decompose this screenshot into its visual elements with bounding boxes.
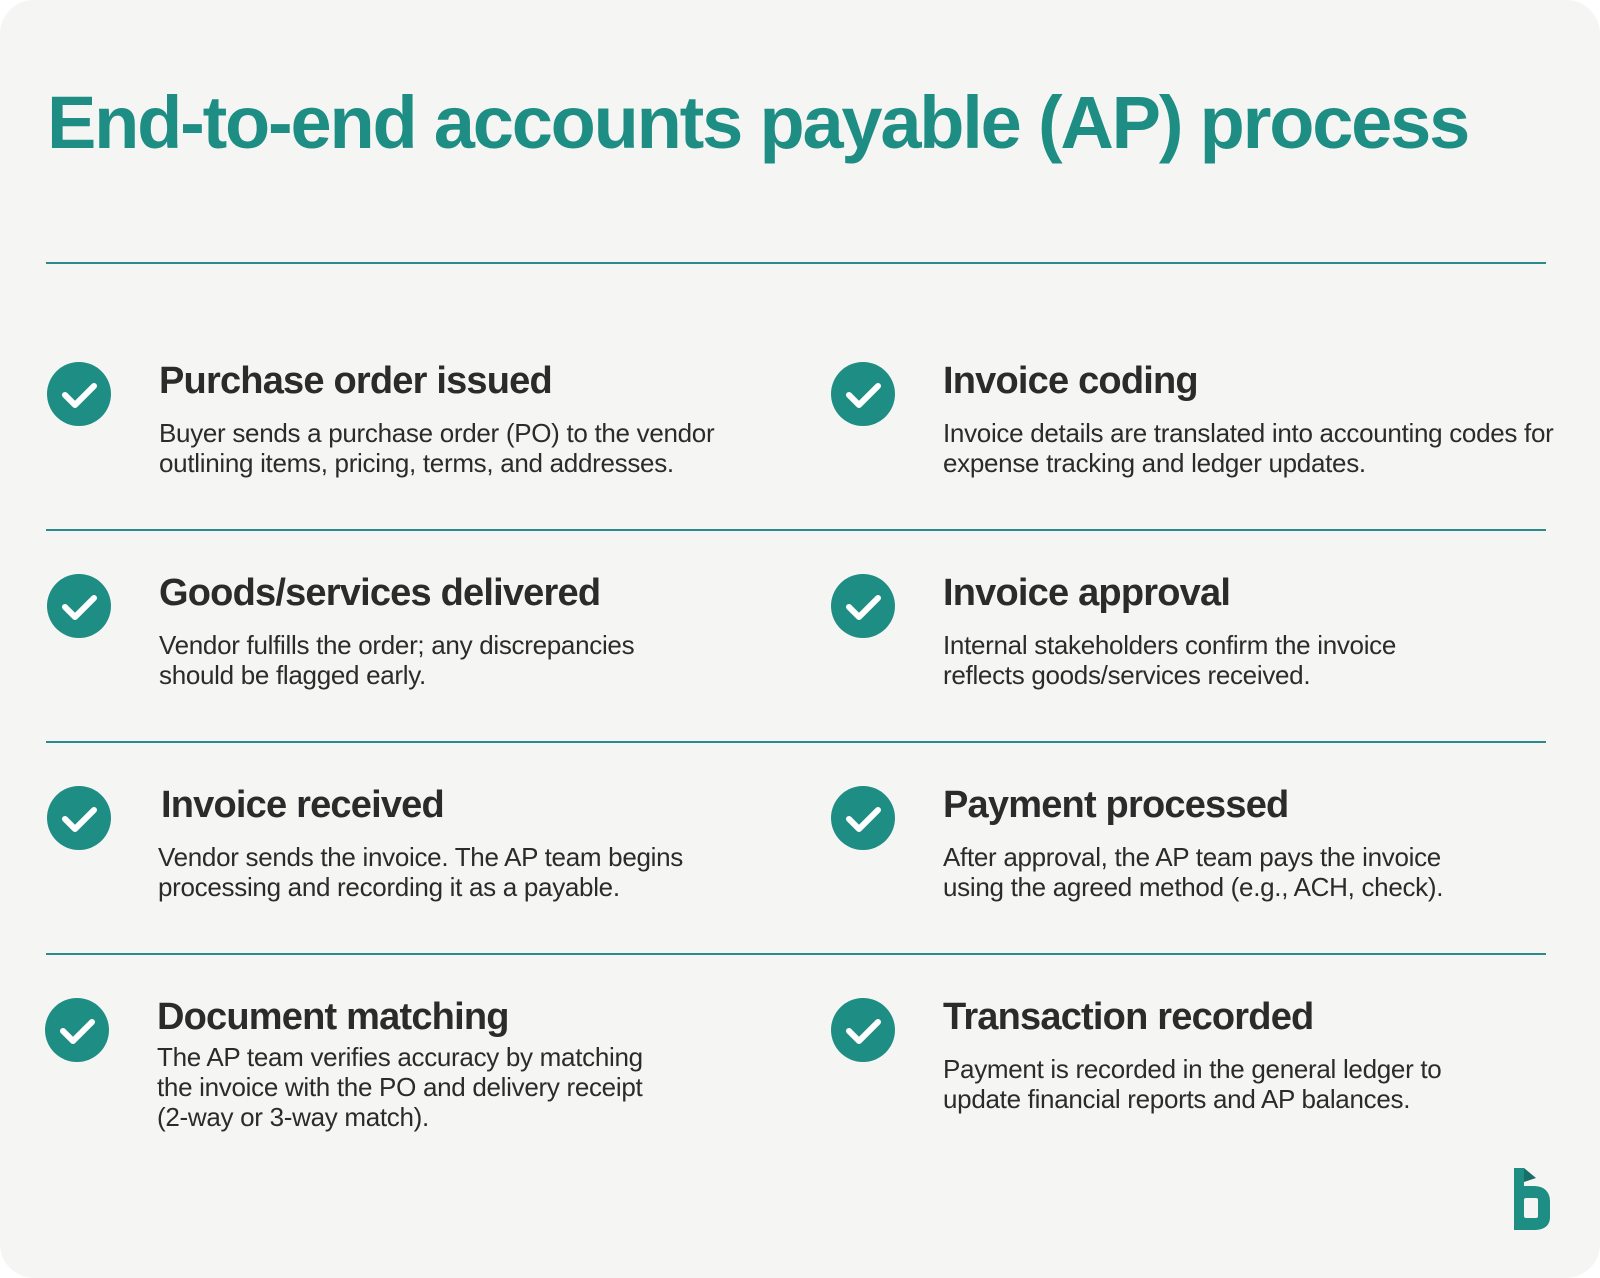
- step-title: Invoice received: [161, 784, 445, 826]
- step-description: Vendor sends the invoice. The AP team be…: [158, 842, 683, 902]
- step-title: Goods/services delivered: [159, 572, 601, 614]
- check-circle-icon: [47, 574, 111, 638]
- step-title: Transaction recorded: [943, 996, 1314, 1038]
- check-circle-icon: [831, 786, 895, 850]
- step-description: Vendor fulfills the order; any discrepan…: [159, 630, 635, 690]
- divider-top: [46, 262, 1546, 264]
- check-circle-icon: [45, 998, 109, 1062]
- step-description: Payment is recorded in the general ledge…: [943, 1054, 1442, 1114]
- step-description: Buyer sends a purchase order (PO) to the…: [159, 418, 715, 478]
- step-title: Purchase order issued: [159, 360, 553, 402]
- step-description: Invoice details are translated into acco…: [943, 418, 1554, 478]
- check-circle-icon: [47, 362, 111, 426]
- divider-row-1: [46, 529, 1546, 531]
- check-circle-icon: [831, 362, 895, 426]
- step-description: Internal stakeholders confirm the invoic…: [943, 630, 1397, 690]
- step-title: Payment processed: [943, 784, 1289, 826]
- page-title: End-to-end accounts payable (AP) process: [47, 81, 1470, 164]
- step-title: Document matching: [157, 996, 509, 1038]
- bill-logo-icon: [1512, 1168, 1552, 1230]
- check-circle-icon: [47, 786, 111, 850]
- check-circle-icon: [831, 998, 895, 1062]
- step-title: Invoice approval: [943, 572, 1231, 614]
- step-description: After approval, the AP team pays the inv…: [943, 842, 1444, 902]
- step-title: Invoice coding: [943, 360, 1199, 402]
- check-circle-icon: [831, 574, 895, 638]
- step-description: The AP team verifies accuracy by matchin…: [157, 1042, 643, 1132]
- divider-row-3: [46, 953, 1546, 955]
- divider-row-2: [46, 741, 1546, 743]
